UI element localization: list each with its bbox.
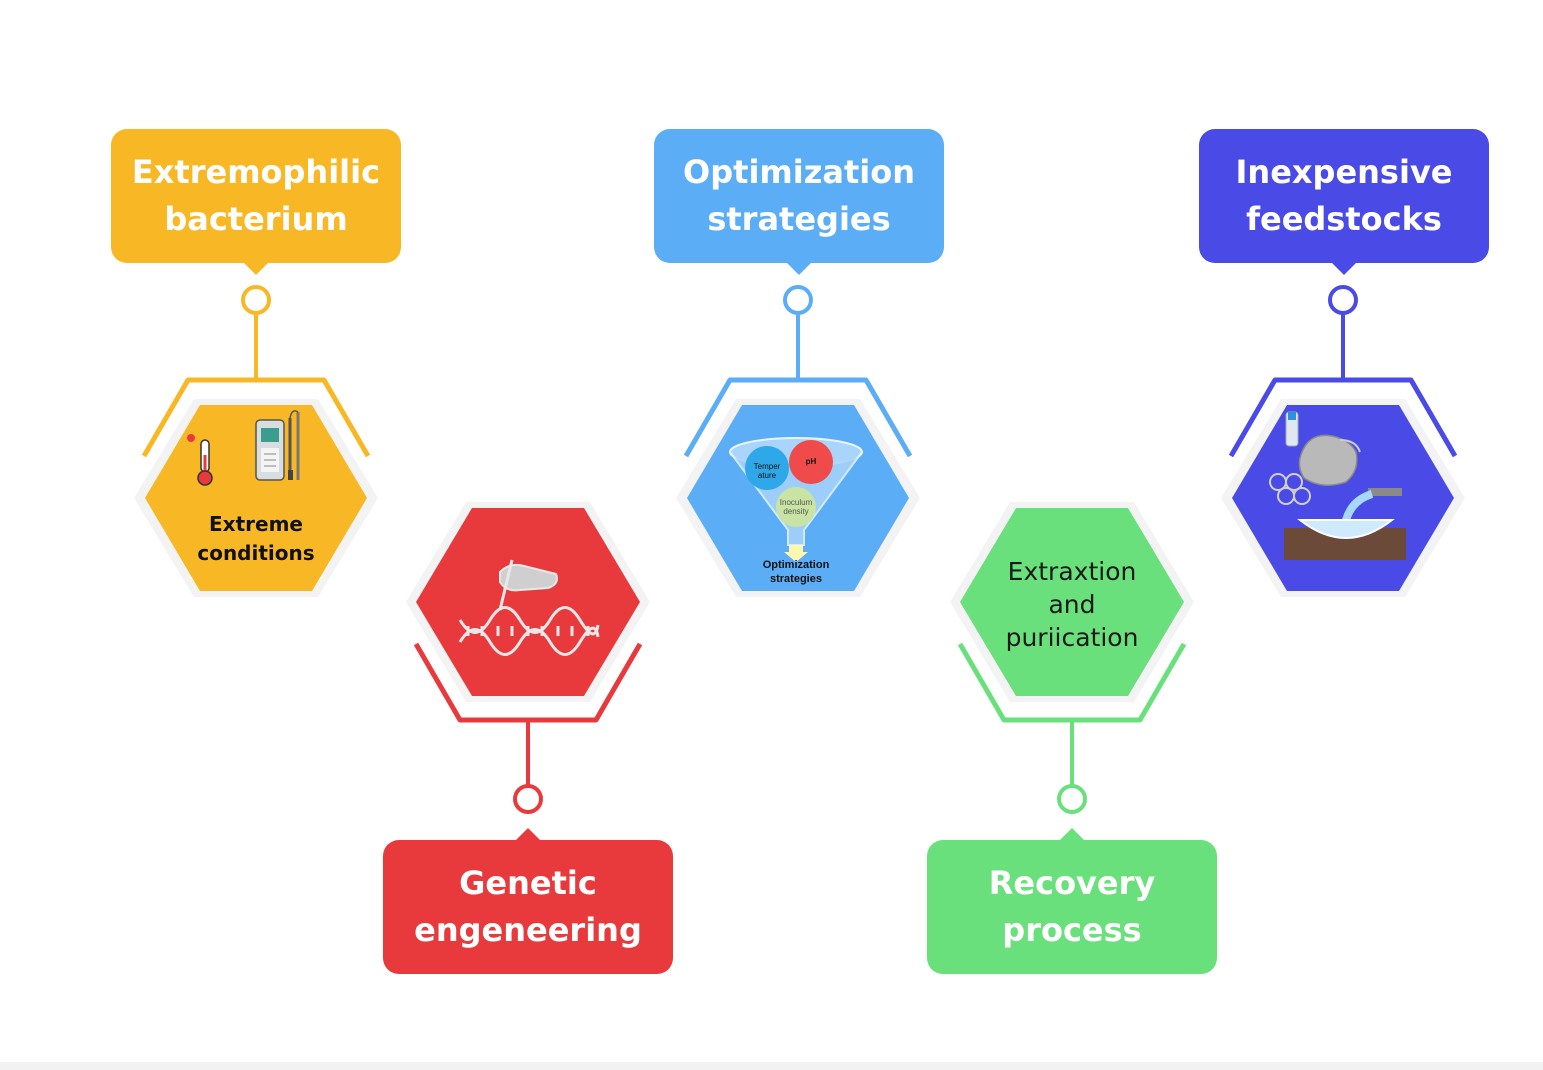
step-3-connector [683, 285, 913, 458]
step-5-connector [1228, 285, 1458, 458]
step-5-hexagon [1221, 399, 1465, 597]
step-2-label: Genetic engeneering [383, 828, 673, 974]
step-2-hexagon [406, 502, 650, 702]
funnel-item-ph: pH [805, 457, 817, 466]
step-5-label: Inexpensive feedstocks [1199, 129, 1489, 275]
extraction-purification-text: Extraxtion and puriication [1005, 557, 1139, 652]
waste-feedstock-icon [1269, 411, 1406, 560]
dna-editing-icon [458, 559, 600, 656]
funnel-icon [729, 437, 863, 562]
step-4-label: Recovery process [927, 828, 1217, 974]
thermometer-icon [187, 434, 213, 486]
bottom-divider [0, 1062, 1543, 1070]
step-4-connector [957, 642, 1187, 814]
step-1-connector [141, 285, 371, 458]
step-4-hexagon [950, 502, 1194, 702]
extreme-conditions-text: Extreme conditions [197, 512, 315, 565]
funnel-result-text: Optimization strategies [762, 559, 830, 585]
step-1-label: Extremophilic bacterium [111, 129, 401, 275]
ph-meter-icon [255, 410, 300, 481]
step-3-label: Optimization strategies [654, 129, 944, 275]
step-2-connector [413, 642, 643, 814]
funnel-item-inoculum: Inoculum density [779, 498, 813, 516]
funnel-item-temperature: Temper ature [753, 462, 781, 480]
